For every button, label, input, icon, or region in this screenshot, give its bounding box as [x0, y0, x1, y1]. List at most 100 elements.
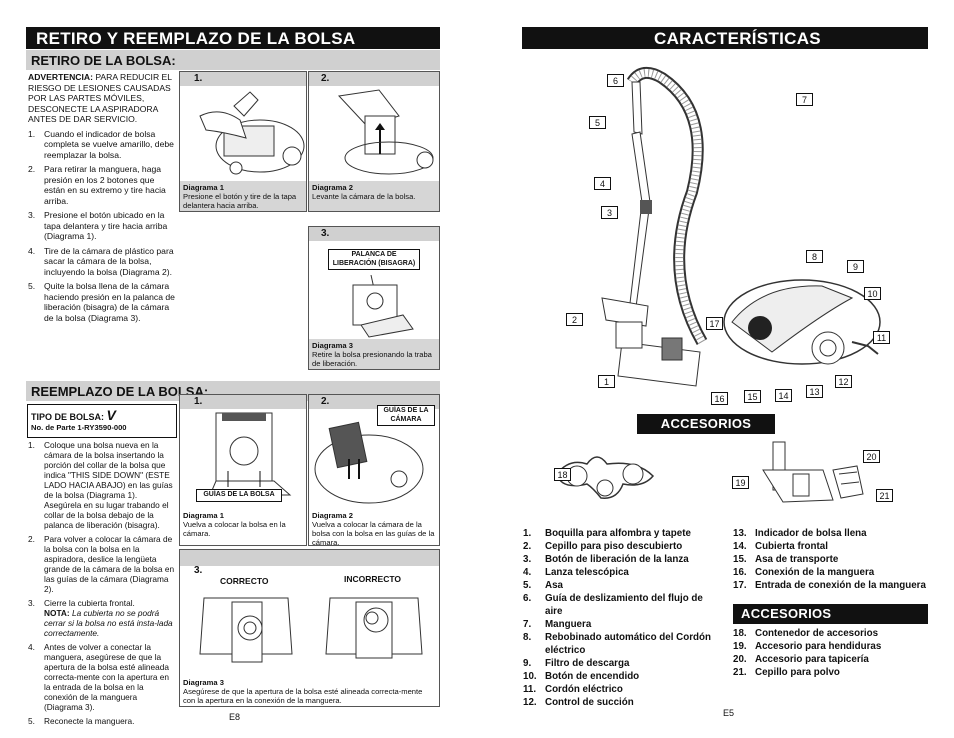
part-callout: 4	[594, 177, 611, 190]
diagram-title: Diagrama 1	[183, 183, 224, 192]
remove-front-cover-illustration	[199, 91, 305, 175]
feature-item: 7.Manguera	[523, 618, 723, 631]
part-callout: 11	[873, 331, 890, 344]
step-item: 3. Presione el botón ubicado en la tapa d…	[28, 210, 176, 242]
accessories-heading-top: ACCESORIOS	[637, 414, 775, 434]
replace-diagram-1: 1. GUÍAS DE LA BOLSA Diagrama 1 Vuelva a…	[179, 394, 307, 546]
part-callout: 15	[744, 390, 761, 403]
feature-text: Accesorio para tapicería	[755, 654, 869, 665]
insert-bag-illustration	[209, 412, 292, 496]
feature-text: Cordón eléctrico	[545, 684, 623, 695]
step-text: Tire de la cámara de plástico para sacar…	[44, 245, 174, 277]
feature-number: 2.	[523, 541, 532, 552]
bag-type-label: TIPO DE BOLSA:	[31, 412, 105, 422]
feature-item: 10.Botón de encendido	[523, 670, 723, 683]
reinsert-chamber-illustration	[314, 421, 424, 504]
step-text: Antes de volver a conectar la manguera, …	[44, 642, 170, 712]
feature-item: 16.Conexión de la manguera	[733, 566, 928, 579]
diagram-title: Diagrama 3	[183, 678, 224, 687]
step-item: 4.Antes de volver a conectar la manguera…	[28, 642, 176, 712]
diagram-title: Diagrama 1	[183, 511, 224, 520]
part-callout: 1	[598, 375, 615, 388]
part-callout: 6	[607, 74, 624, 87]
feature-number: 14.	[733, 541, 747, 552]
feature-number: 3.	[523, 554, 532, 565]
part-callout: 17	[706, 317, 723, 330]
diagram-title: Diagrama 2	[312, 183, 353, 192]
step-text: Reconecte la manguera.	[44, 716, 135, 726]
feature-text: Botón de liberación de la lanza	[545, 554, 689, 565]
bag-type-box: TIPO DE BOLSA: V No. de Parte 1-RY3590-0…	[27, 404, 177, 438]
feature-number: 6.	[523, 593, 532, 604]
step-item: 2. Para retirar la manguera, haga presión…	[28, 164, 176, 206]
step-item: 5.Reconecte la manguera.	[28, 716, 176, 726]
step-text: Presione el botón ubicado en la tapa del…	[44, 210, 168, 241]
feature-item: 12.Control de succión	[523, 696, 723, 709]
step-item: 1. Coloque una bolsa nueva en la cámara d…	[28, 440, 176, 530]
feature-item: 1.Boquilla para alfombra y tapete	[523, 527, 723, 540]
feature-text: Filtro de descarga	[545, 658, 630, 669]
feature-number: 9.	[523, 658, 532, 669]
step-text: Cierre la cubierta frontal.	[44, 598, 135, 608]
alignment-comparison-illustration	[199, 597, 423, 663]
note-label: NOTA:	[44, 608, 70, 618]
feature-text: Contenedor de accesorios	[755, 628, 879, 639]
release-lever-label: PALANCA DE LIBERACIÓN (BISAGRA)	[328, 249, 420, 270]
feature-item: 9. Filtro de descarga	[523, 657, 723, 670]
feature-number: 19.	[733, 641, 747, 652]
step-number: 1.	[28, 440, 35, 450]
feature-number: 5.	[523, 580, 532, 591]
step-number: 5.	[28, 281, 36, 291]
diagram-caption: Vuelva a colocar la cámara de la bolsa c…	[312, 520, 435, 547]
part-callout: 13	[806, 385, 823, 398]
diagram-number: 3.	[194, 565, 203, 576]
warning-label: ADVERTENCIA:	[28, 72, 93, 82]
diagram-number: 2.	[321, 73, 330, 84]
bag-type-value: V	[106, 407, 116, 423]
step-text: Coloque una bolsa nueva en la cámara de …	[44, 440, 173, 530]
right-page-title: CARACTERÍSTICAS	[522, 27, 928, 49]
feature-item: 20.Accesorio para tapicería	[733, 653, 928, 666]
feature-number: 15.	[733, 554, 747, 565]
feature-text: Cubierta frontal	[755, 541, 828, 552]
note-text: La cubierta no se podrá cerrar si la bol…	[44, 608, 173, 638]
part-callout: 10	[864, 287, 881, 300]
feature-text: Indicador de bolsa llena	[755, 528, 867, 539]
step-text: Para volver a colocar la cámara de la bo…	[44, 534, 175, 594]
right-page-number: E5	[723, 708, 735, 718]
step-text: Para retirar la manguera, haga presión e…	[44, 164, 166, 206]
lift-bag-chamber-illustration	[337, 89, 434, 175]
step-number: 2.	[28, 534, 35, 544]
feature-text: Rebobinado automático del Cordón eléctri…	[545, 632, 712, 656]
remove-bag-illustration	[352, 275, 414, 338]
step-item: 4. Tire de la cámara de plástico para sac…	[28, 246, 176, 278]
step-number: 4.	[28, 245, 36, 256]
accessory-callout: 21	[876, 489, 893, 502]
part-callout: 3	[601, 206, 618, 219]
feature-text: Lanza telescópica	[545, 567, 629, 578]
diagram-title: Diagrama 3	[312, 341, 353, 350]
feature-number: 17.	[733, 580, 747, 591]
replace-steps: 1. Coloque una bolsa nueva en la cámara d…	[28, 440, 176, 726]
removal-text: ADVERTENCIA: PARA REDUCIR EL RIESGO DE L…	[28, 72, 176, 327]
removal-steps: 1.Cuando el indicador de bolsa completa …	[28, 129, 176, 324]
part-callout: 9	[847, 260, 864, 273]
feature-number: 11.	[523, 684, 537, 695]
part-callout: 7	[796, 93, 813, 106]
feature-item: 11. Cordón eléctrico	[523, 683, 723, 696]
label-incorrect: INCORRECTO	[344, 574, 401, 584]
step-text: Cuando el indicador de bolsa completa se…	[44, 128, 174, 160]
removal-heading: RETIRO DE LA BOLSA:	[26, 50, 440, 70]
step-item: 5.Quite la bolsa llena de la cámara haci…	[28, 281, 176, 323]
diagram-number: 3.	[321, 228, 330, 239]
step-number: 3.	[28, 210, 36, 220]
feature-text: Guía de deslizamiento del flujo de aire	[545, 593, 703, 617]
step-number: 2.	[28, 164, 36, 174]
replace-diagram-2: 2. GUÍAS DE LA CÁMARA Diagrama 2 Vuelva …	[308, 394, 440, 547]
diagram-caption: Presione el botón y tire de la tapa dela…	[183, 192, 297, 210]
step-item: 1.Cuando el indicador de bolsa completa …	[28, 129, 176, 161]
diagram-caption: Retire la bolsa presionando la traba de …	[312, 350, 432, 368]
